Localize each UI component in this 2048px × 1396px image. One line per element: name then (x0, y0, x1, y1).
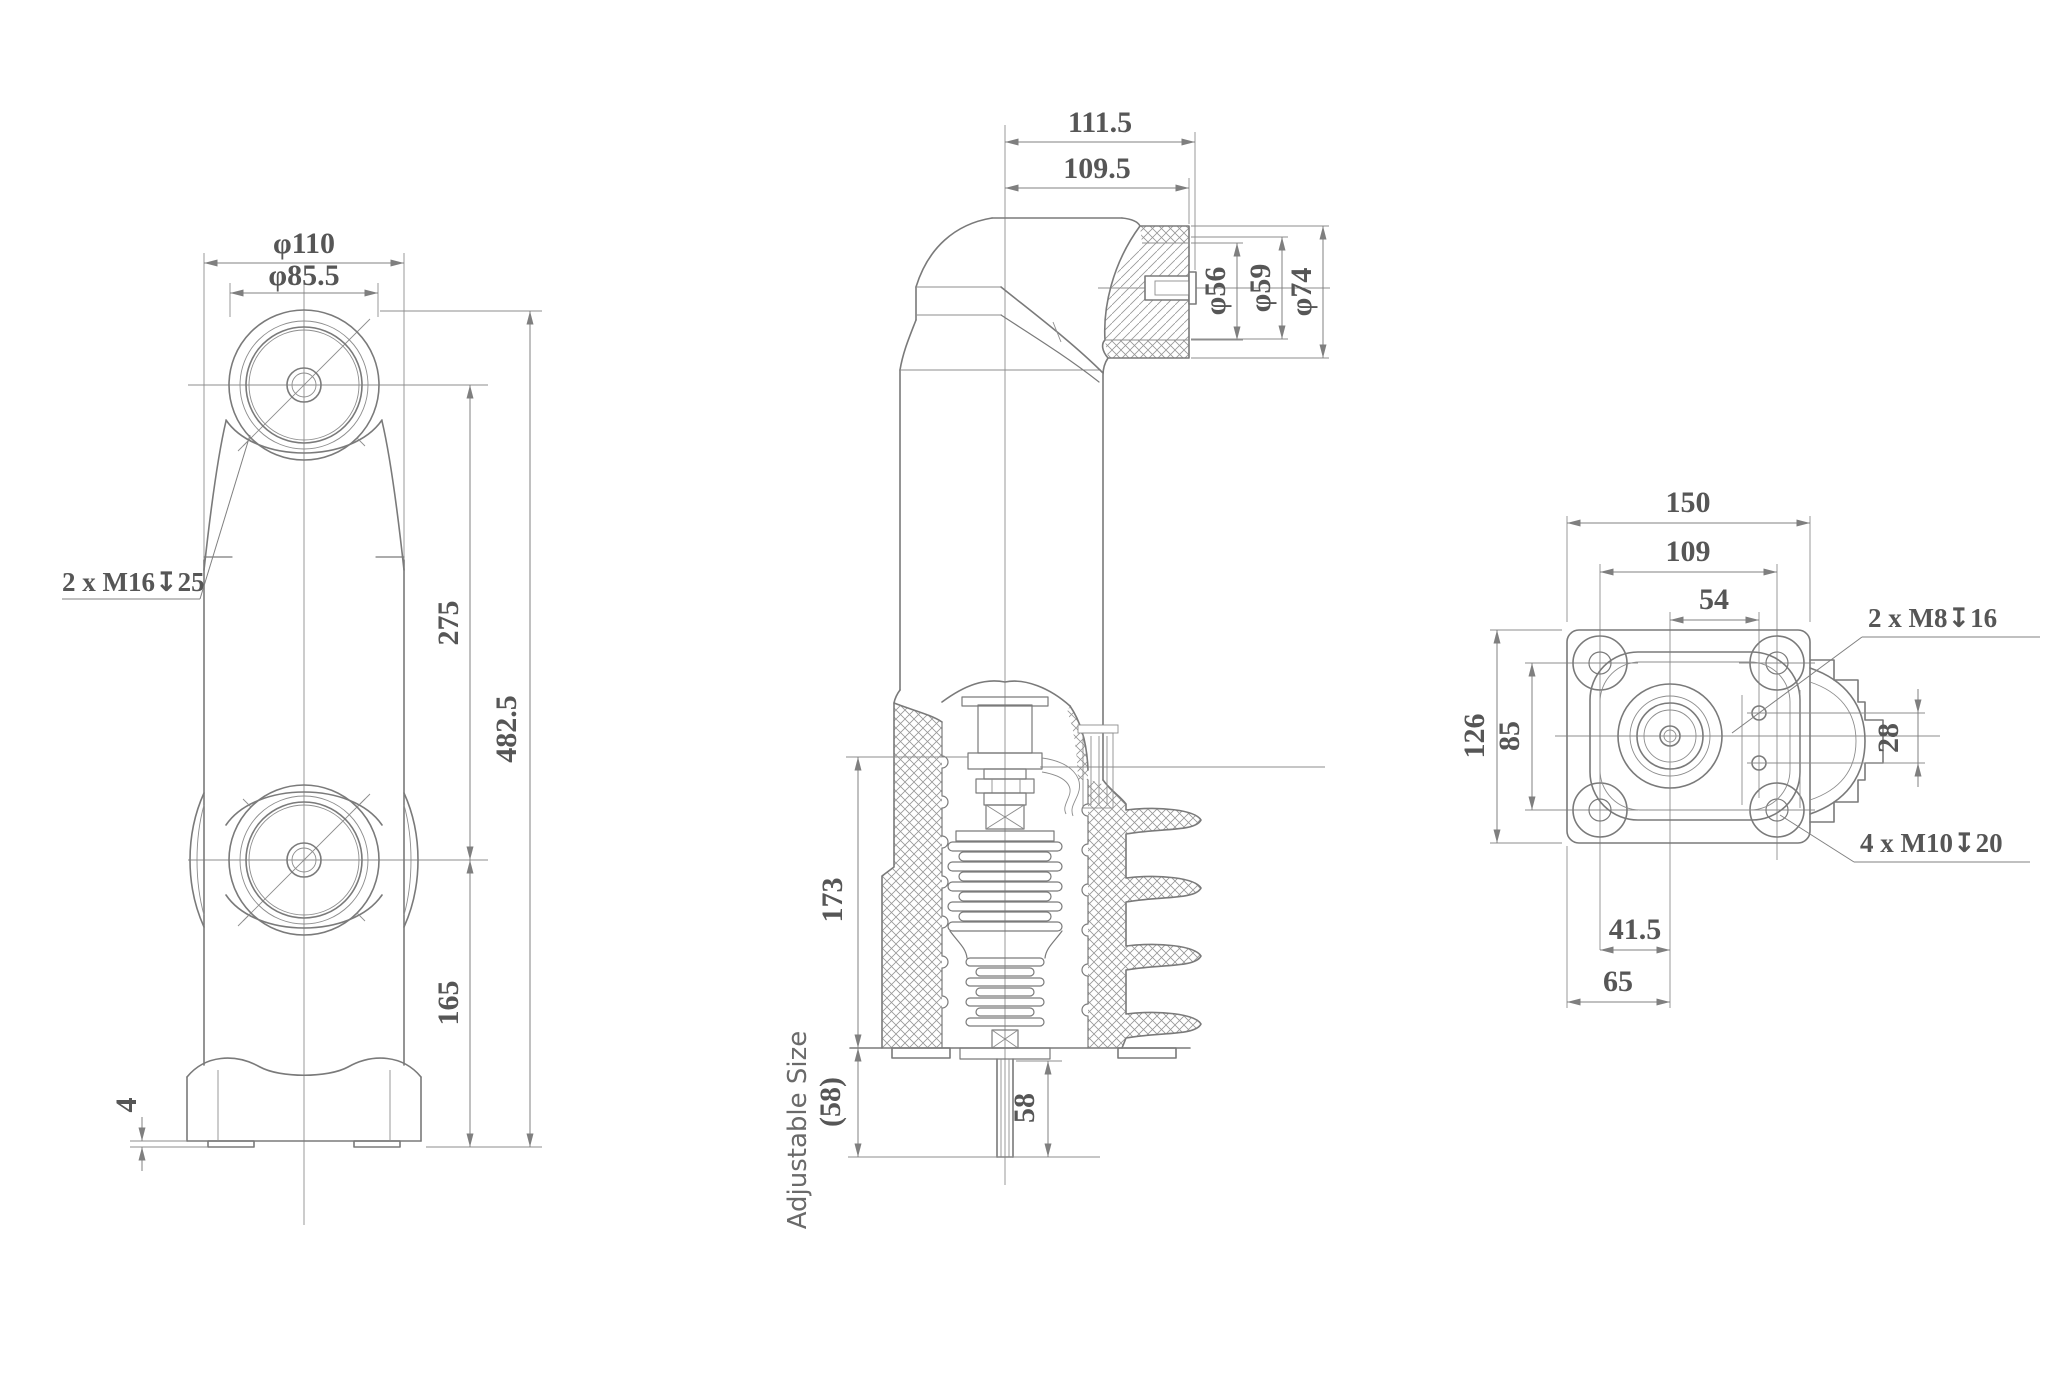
flange-centerlines (1525, 516, 1940, 1008)
side-interrupter (941, 680, 1119, 1049)
adjustable-size-note: Adjustable Size (783, 1031, 813, 1230)
dim-126: 126 (1458, 629, 1562, 844)
dim-58-ref: (58) (814, 1048, 862, 1157)
dim-173: 173 (816, 756, 968, 1048)
side-base-and-stem (848, 1047, 1191, 1158)
dim-109-label: 109 (1666, 535, 1711, 568)
dim-dia56: φ56 (1191, 242, 1243, 341)
dim-dia85-5-label: φ85.5 (268, 259, 339, 292)
dim-111-5: 111.5 (1005, 106, 1196, 270)
dim-109-5: 109.5 (1005, 152, 1190, 224)
side-bushing-section (1101, 225, 1197, 359)
dim-m8-label: 2 x M8↧16 (1868, 603, 1997, 633)
front-lower-boss (189, 784, 419, 936)
dim-dia110-label: φ110 (273, 227, 335, 260)
dim-275-label: 275 (432, 601, 465, 646)
dim-28-label: 28 (1872, 723, 1905, 753)
dim-4: 4 (110, 1098, 208, 1171)
dim-165: 165 (432, 860, 474, 1147)
dim-109: 109 (1600, 535, 1777, 576)
dim-85: 85 (1493, 663, 1536, 810)
dim-482-5: 482.5 (380, 310, 542, 1148)
dim-41-5-label: 41.5 (1609, 913, 1662, 946)
dim-54: 54 (1670, 583, 1759, 624)
dim-65: 65 (1567, 965, 1670, 1006)
dim-dia74-label: φ74 (1285, 268, 1318, 317)
flange-side-boss (1809, 659, 1884, 823)
dim-150: 150 (1567, 486, 1810, 527)
dim-m10-note: 4 x M10↧20 (1779, 814, 2030, 863)
dim-dia59-label: φ59 (1244, 264, 1277, 313)
dim-dia110: φ110 (204, 227, 404, 267)
dim-85-label: 85 (1493, 721, 1526, 751)
dim-dia85-5: φ85.5 (229, 259, 379, 317)
dim-173-label: 173 (816, 878, 849, 923)
side-upper-body (899, 217, 1141, 781)
front-centerlines (188, 283, 488, 1225)
dim-58-ref-label: (58) (814, 1077, 847, 1127)
dim-54-label: 54 (1699, 583, 1729, 616)
front-upper-boss (225, 309, 383, 461)
dim-150-label: 150 (1666, 486, 1711, 519)
dim-111-5-label: 111.5 (1068, 106, 1132, 139)
dim-126-label: 126 (1458, 714, 1491, 759)
dim-165-label: 165 (432, 981, 465, 1026)
dim-482-5-label: 482.5 (490, 695, 523, 763)
dim-58: 58 (1008, 1060, 1062, 1157)
flange-view: 150 109 54 2 x M8↧16 126 85 28 41.5 65 (1458, 486, 2040, 1008)
side-view: 111.5 109.5 φ56 φ59 φ74 173 (58) 58 Adju… (783, 106, 1330, 1229)
dim-dia56-label: φ56 (1199, 267, 1232, 316)
dim-65-label: 65 (1603, 965, 1633, 998)
dim-109-5-label: 109.5 (1063, 152, 1131, 185)
front-body-outline (203, 253, 405, 1066)
side-lower-walls (881, 689, 1202, 1049)
dim-dia59: φ59 (1191, 236, 1288, 340)
dim-58-label: 58 (1008, 1093, 1041, 1123)
flange-center-boss (1589, 651, 1801, 821)
dim-m16-label: 2 x M16↧25 (62, 567, 205, 597)
dim-275: 275 (432, 385, 474, 860)
dim-41-5: 41.5 (1600, 913, 1670, 954)
dim-m16-note: 2 x M16↧25 (62, 434, 251, 600)
dim-m8-note: 2 x M8↧16 (1731, 603, 2040, 734)
dim-m10-label: 4 x M10↧20 (1860, 828, 2003, 858)
dim-4-label: 4 (110, 1098, 143, 1113)
front-view: φ110 φ85.5 2 x M16↧25 275 482.5 165 4 (62, 227, 542, 1225)
front-base (186, 1057, 422, 1148)
dim-dia74: φ74 (1191, 225, 1329, 359)
dim-28: 28 (1768, 689, 1925, 787)
